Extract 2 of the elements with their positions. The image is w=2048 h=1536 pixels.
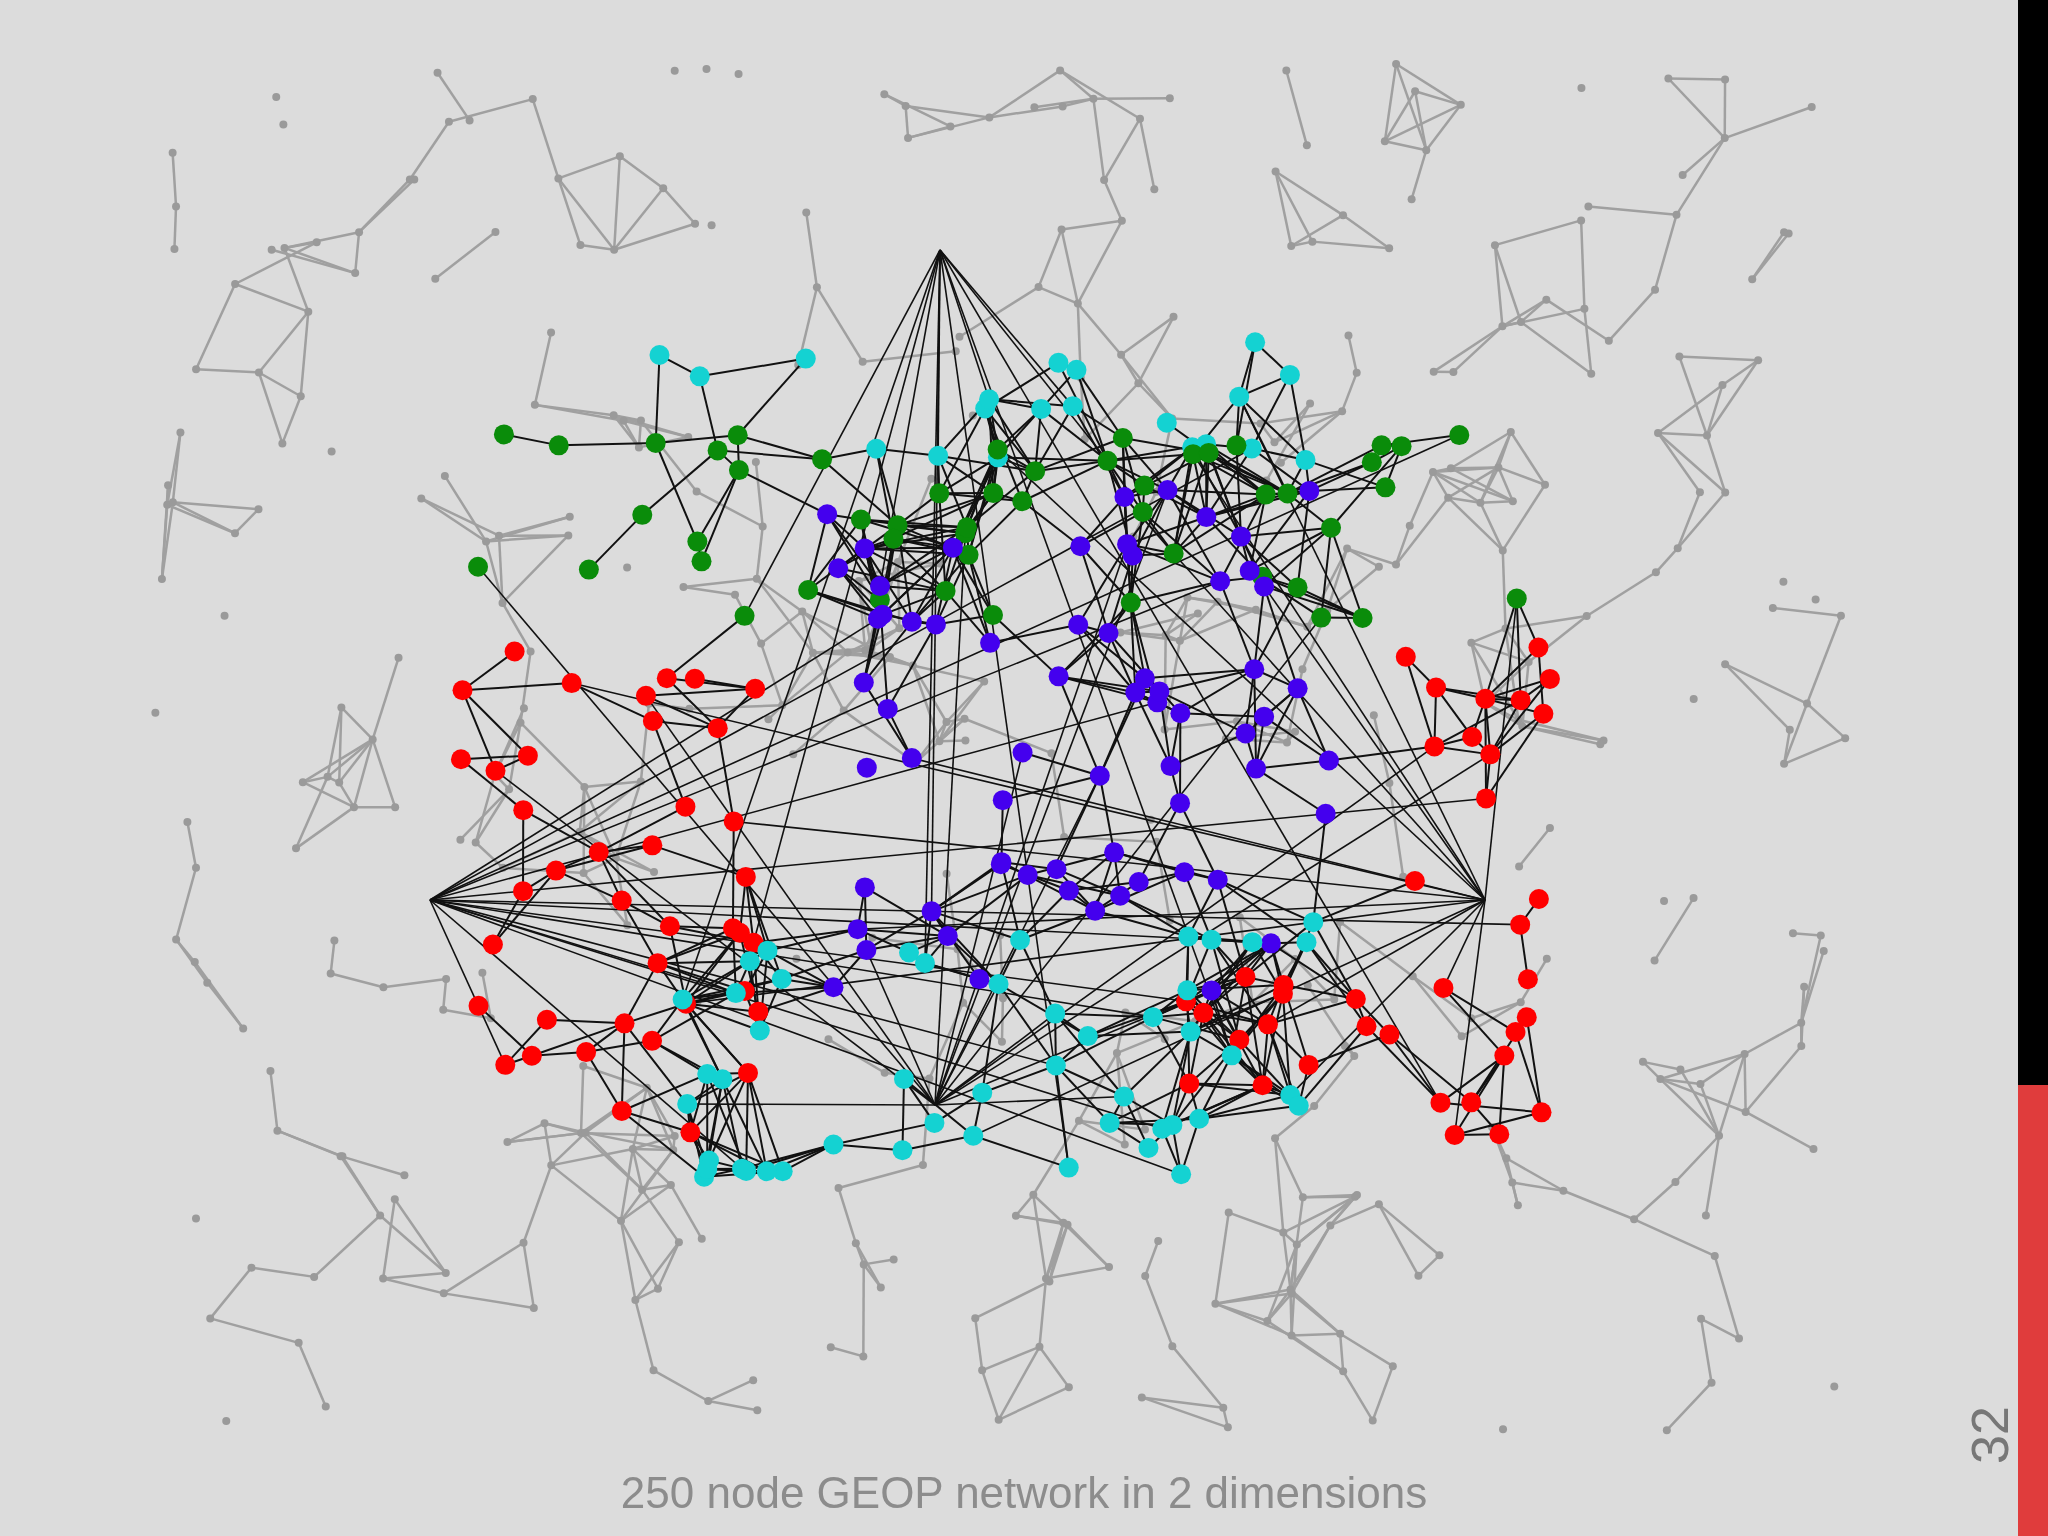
caption: 250 node GEOP network in 2 dimensions	[619, 1468, 1429, 1518]
page-number: 32	[1960, 1405, 2020, 1466]
